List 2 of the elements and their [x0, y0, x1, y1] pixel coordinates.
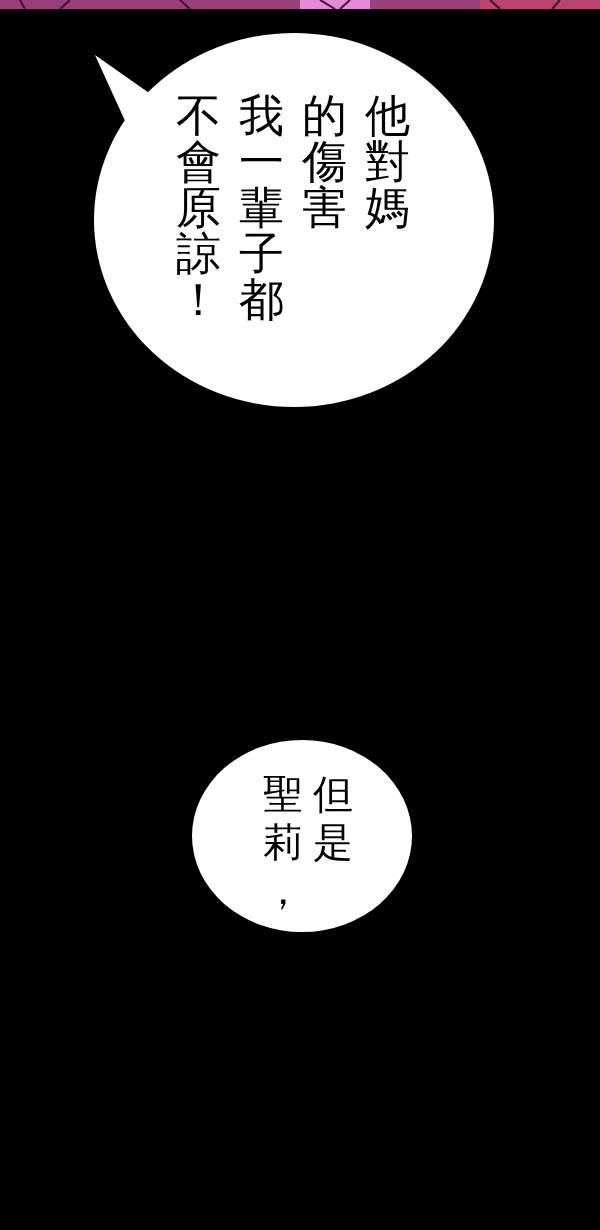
speech-text: 他對媽的傷害我一輩子都不會原諒！: [175, 93, 411, 323]
speech-text: 但是聖莉，: [262, 770, 354, 914]
